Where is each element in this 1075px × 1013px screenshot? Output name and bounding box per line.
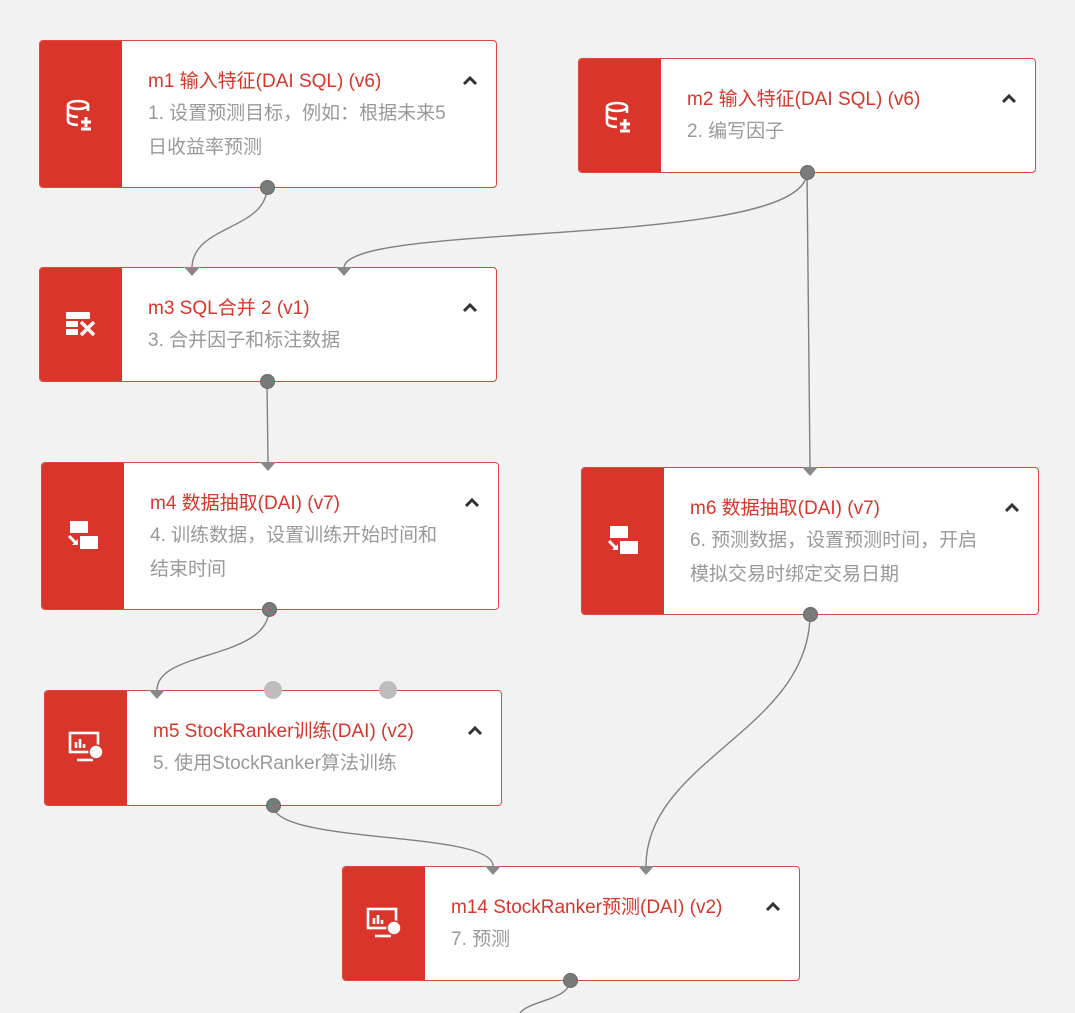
node-description: 4. 训练数据，设置训练开始时间和结束时间 (150, 525, 438, 580)
edge-m5-m14 (272, 804, 494, 867)
module-node-m5[interactable]: m5 StockRanker训练(DAI) (v2) 5. 使用StockRank… (44, 690, 502, 806)
node-title: m14 StockRanker预测(DAI) (v2) (451, 897, 723, 918)
module-node-m4[interactable]: m4 数据抽取(DAI) (v7) 4. 训练数据，设置训练开始时间和结束时间 (41, 462, 499, 610)
node-title: m2 输入特征(DAI SQL) (v6) (687, 89, 921, 110)
input-port[interactable] (149, 690, 165, 699)
node-description: 1. 设置预测目标，例如：根据未来5日收益率预测 (148, 103, 446, 158)
node-description: 5. 使用StockRanker算法训练 (153, 753, 397, 774)
edge-m3-m4 (266, 380, 269, 464)
module-node-m6[interactable]: m6 数据抽取(DAI) (v7) 6. 预测数据，设置预测时间，开启模拟交易时绑… (581, 467, 1039, 615)
monitor-chart-icon (366, 907, 402, 937)
chevron-up-icon[interactable] (763, 897, 783, 917)
node-description: 6. 预测数据，设置预测时间，开启模拟交易时绑定交易日期 (690, 530, 978, 585)
edge-m2-m6 (806, 171, 811, 469)
chevron-up-icon[interactable] (1002, 498, 1022, 518)
output-port[interactable] (563, 973, 578, 988)
node-description: 3. 合并因子和标注数据 (148, 330, 341, 351)
input-port[interactable] (802, 467, 818, 476)
chevron-up-icon[interactable] (465, 721, 485, 741)
chevron-up-icon[interactable] (999, 89, 1019, 109)
chevron-up-icon[interactable] (460, 71, 480, 91)
node-title: m5 StockRanker训练(DAI) (v2) (153, 721, 414, 742)
database-plus-icon (605, 101, 632, 132)
module-node-m2[interactable]: m2 输入特征(DAI SQL) (v6) 2. 编写因子 (578, 58, 1036, 173)
node-title: m1 输入特征(DAI SQL) (v6) (148, 71, 382, 92)
module-node-m1[interactable]: m1 输入特征(DAI SQL) (v6) 1. 设置预测目标，例如：根据未来5日… (39, 40, 497, 188)
chevron-up-icon[interactable] (462, 493, 482, 513)
table-tools-icon (64, 309, 96, 337)
data-extract-icon (67, 519, 100, 551)
node-title: m3 SQL合并 2 (v1) (148, 298, 310, 319)
input-port-empty[interactable] (379, 681, 397, 699)
input-port-empty[interactable] (264, 681, 282, 699)
output-port[interactable] (266, 798, 281, 813)
module-node-m14[interactable]: m14 StockRanker预测(DAI) (v2) 7. 预测 (342, 866, 800, 981)
node-title: m6 数据抽取(DAI) (v7) (690, 498, 881, 519)
output-port[interactable] (800, 165, 815, 180)
output-port[interactable] (262, 602, 277, 617)
data-extract-icon (607, 524, 640, 556)
input-port[interactable] (638, 866, 654, 875)
node-description: 7. 预测 (451, 929, 511, 950)
input-port[interactable] (184, 267, 200, 276)
input-port[interactable] (260, 462, 276, 471)
output-port[interactable] (803, 607, 818, 622)
input-port[interactable] (336, 267, 352, 276)
output-port[interactable] (260, 180, 275, 195)
edge-m4-m5 (156, 608, 270, 691)
input-port[interactable] (485, 866, 501, 875)
edge-m6-m14 (645, 613, 811, 867)
edge-m1-m3 (191, 186, 268, 269)
node-title: m4 数据抽取(DAI) (v7) (150, 493, 341, 514)
monitor-chart-icon (68, 731, 104, 762)
module-node-m3[interactable]: m3 SQL合并 2 (v1) 3. 合并因子和标注数据 (39, 267, 497, 382)
chevron-up-icon[interactable] (460, 298, 480, 318)
edge-m14-out (519, 979, 571, 1013)
database-plus-icon (66, 99, 93, 131)
output-port[interactable] (260, 374, 275, 389)
node-description: 2. 编写因子 (687, 121, 785, 142)
